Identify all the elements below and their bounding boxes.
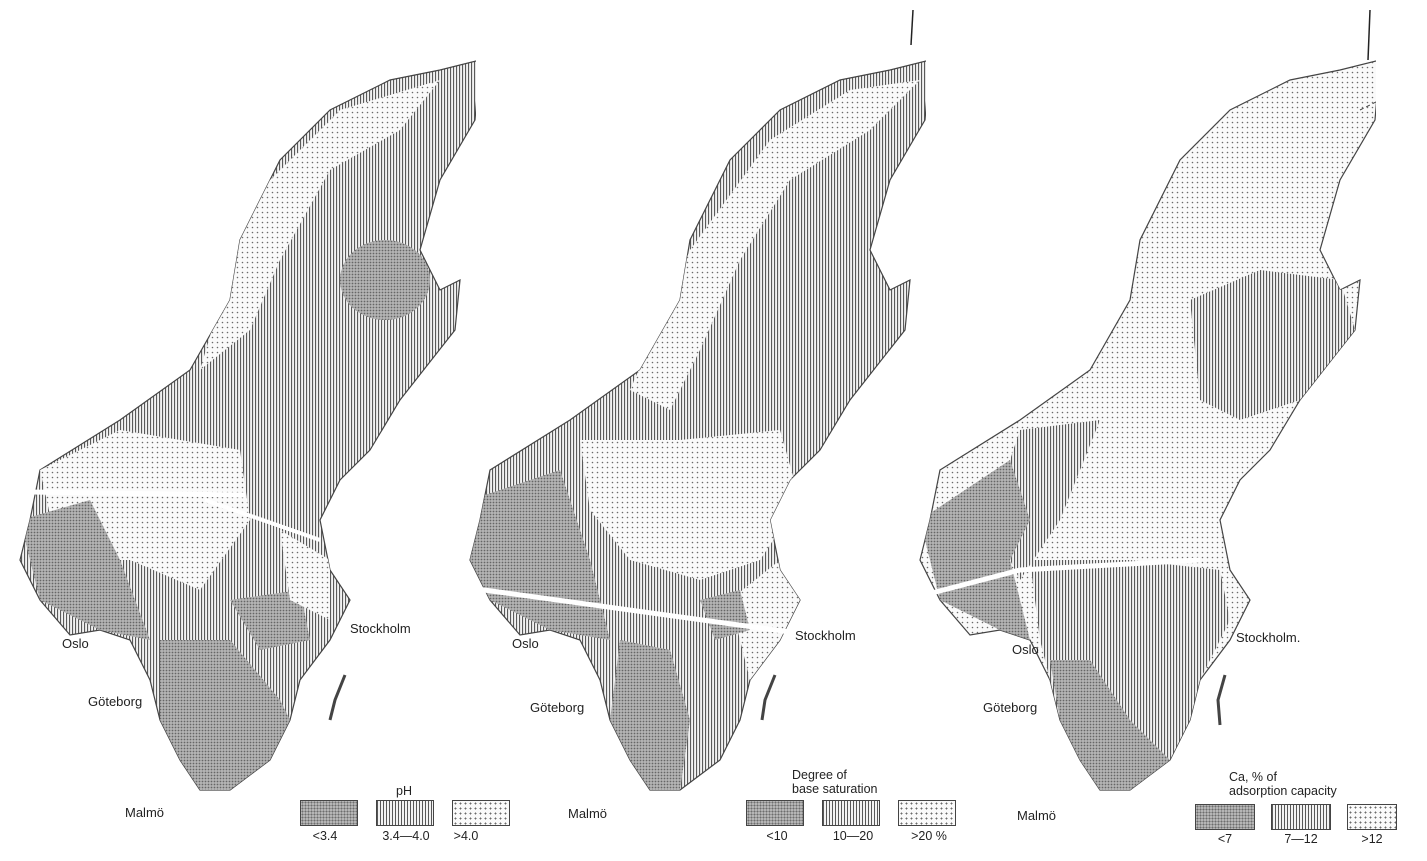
legend-label-low: <10 — [766, 829, 788, 843]
legend-swatch-low — [300, 800, 358, 826]
legend-title-line-1: Ca, % of — [1229, 770, 1277, 784]
soil-zones — [920, 270, 1355, 790]
legend-title-line-2: adsorption capacity — [1229, 784, 1337, 798]
legend-title-line-1: Degree of — [792, 768, 847, 782]
legend-swatch-high — [898, 800, 956, 826]
legend-ph: pH <3.4 3.4—4.0 >4.0 — [296, 784, 536, 861]
map-base-saturation — [454, 9, 926, 791]
map-panel-calcium: Oslo Stockholm. Göteborg Malmö Ca, % of … — [900, 0, 1397, 861]
soil-zones — [20, 80, 440, 790]
city-label-oslo: Oslo — [512, 636, 539, 651]
legend-swatch-mid — [822, 800, 880, 826]
city-label-oslo: Oslo — [1012, 642, 1039, 657]
city-label-goteborg: Göteborg — [88, 694, 143, 709]
legend-label-high: >4.0 — [453, 829, 479, 843]
map-panel-ph: Oslo Stockholm Göteborg Malmö pH <3.4 3.… — [0, 0, 510, 861]
legend-swatch-low — [746, 800, 804, 826]
city-label-goteborg: Göteborg — [983, 700, 1038, 715]
soil-zones — [470, 80, 920, 790]
legend-label-low: <3.4 — [312, 829, 338, 843]
legend-swatch-mid — [1271, 804, 1331, 830]
land-areas — [469, 60, 926, 791]
city-label-stockholm: Stockholm — [350, 621, 411, 636]
map-panel-base-saturation: Oslo Stockholm Göteborg Malmö Degree of … — [450, 0, 956, 861]
legend-base-saturation: Degree of base saturation <10 10—20 >20 … — [742, 768, 982, 861]
legend-swatch-high — [1347, 804, 1397, 830]
legend-label-mid: 10—20 — [832, 829, 874, 843]
legend-label-high: >20 % — [911, 829, 947, 843]
city-label-malmo: Malmö — [125, 805, 165, 820]
legend-label-low: <7 — [1217, 832, 1233, 846]
map-ph — [19, 60, 476, 791]
city-label-malmo: Malmö — [1017, 808, 1057, 823]
legend-swatch-high — [452, 800, 510, 826]
city-label-stockholm: Stockholm — [795, 628, 856, 643]
legend-calcium: Ca, % of adsorption capacity <7 7—12 >12 — [1193, 770, 1427, 861]
legend-title: pH — [396, 784, 412, 798]
legend-swatch-low — [1195, 804, 1255, 830]
city-label-stockholm: Stockholm. — [1236, 630, 1301, 645]
legend-title-line-2: base saturation — [792, 782, 878, 796]
map-calcium — [904, 9, 1376, 791]
city-label-oslo: Oslo — [62, 636, 89, 651]
legend-label-high: >12 — [1361, 832, 1383, 846]
city-label-malmo: Malmö — [568, 806, 608, 821]
legend-label-mid: 7—12 — [1284, 832, 1318, 846]
land-areas — [919, 60, 1376, 791]
city-label-goteborg: Göteborg — [530, 700, 585, 715]
legend-swatch-mid — [376, 800, 434, 826]
legend-label-mid: 3.4—4.0 — [382, 829, 430, 843]
